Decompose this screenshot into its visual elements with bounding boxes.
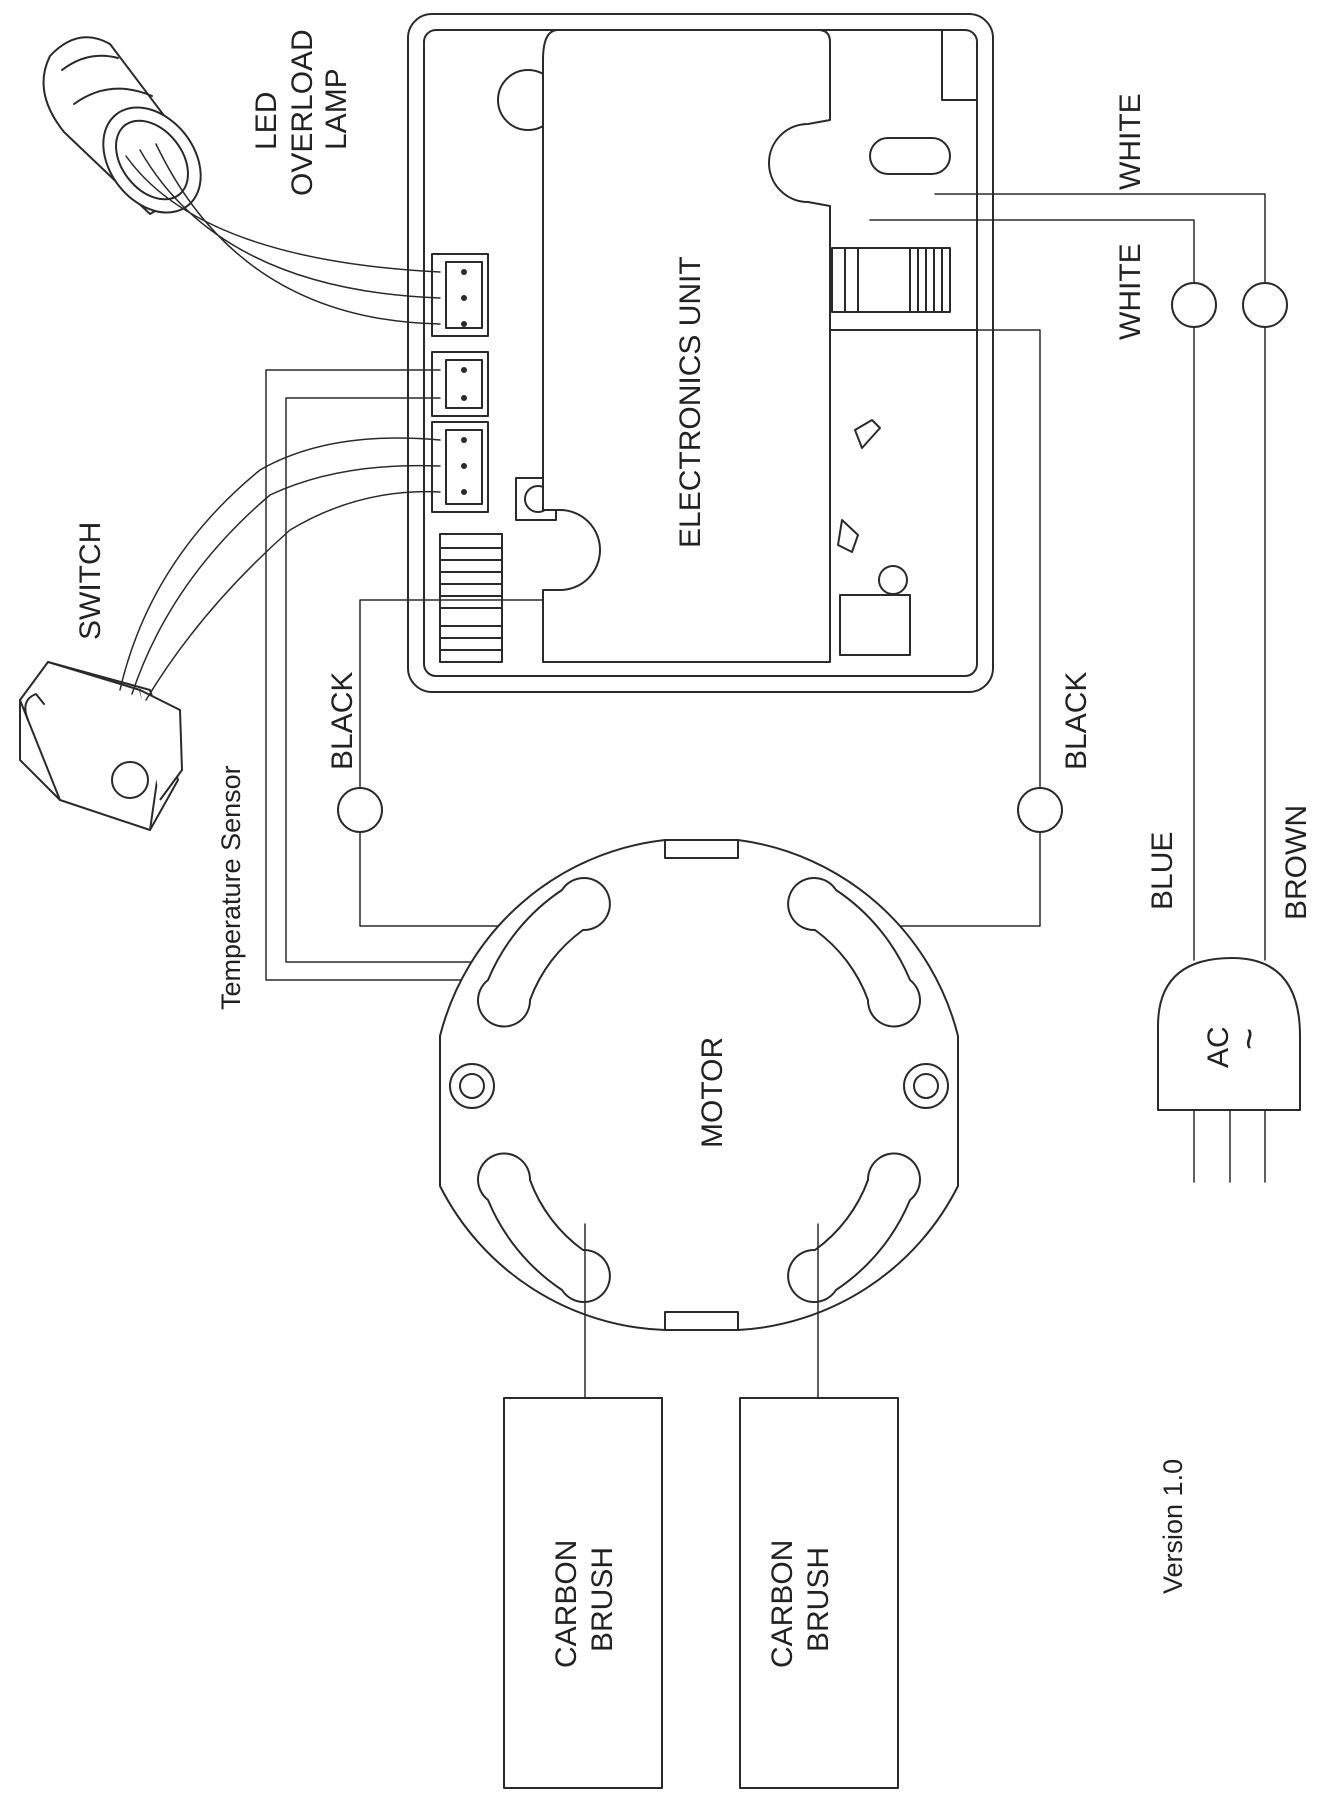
led-label-line2: OVERLOAD — [286, 29, 319, 196]
carbon-brush-1-line2: BRUSH — [586, 1547, 619, 1652]
carbon-brushes: CARBON BRUSH CARBON BRUSH — [503, 1223, 899, 1789]
carbon-brush-2 — [739, 1397, 899, 1789]
led-label-line1: LED — [250, 92, 283, 150]
electronics-unit-label: ELECTRONICS UNIT — [674, 256, 707, 548]
carbon-brush-2-line1: CARBON — [766, 1540, 799, 1668]
carbon-brush-1-line1: CARBON — [550, 1540, 583, 1668]
switch-label: SWITCH — [74, 522, 107, 640]
temperature-sensor-wires: Temperature Sensor — [216, 369, 485, 1010]
black-left-label: BLACK — [326, 672, 359, 770]
led-label-line3: LAMP — [320, 68, 353, 150]
brown-label: BROWN — [1280, 805, 1313, 920]
carbon-brush-1 — [503, 1397, 663, 1789]
temperature-sensor-label: Temperature Sensor — [216, 765, 246, 1010]
connectors — [431, 253, 489, 513]
led-overload-lamp: LED OVERLOAD LAMP — [42, 29, 441, 325]
version-label: Version 1.0 — [1158, 1459, 1188, 1594]
motor-label: MOTOR — [696, 1037, 729, 1148]
black-wires: BLACK BLACK — [326, 329, 1093, 927]
ac-label: AC — [1202, 1026, 1235, 1068]
carbon-brush-2-line2: BRUSH — [802, 1547, 835, 1652]
power-cord: WHITE WHITE BLUE BROWN AC ~ — [869, 93, 1313, 1183]
electronics-unit: ELECTRONICS UNIT — [542, 29, 831, 663]
switch: SWITCH — [19, 437, 441, 831]
white-label-top: WHITE — [1114, 93, 1147, 190]
blue-label: BLUE — [1146, 832, 1179, 910]
motor: MOTOR — [439, 839, 959, 1331]
left-stacked-component — [439, 533, 503, 663]
black-right-label: BLACK — [1060, 672, 1093, 770]
ac-symbol: ~ — [1229, 1028, 1271, 1050]
right-heatsink — [831, 247, 951, 313]
white-label-bottom: WHITE — [1114, 243, 1147, 340]
